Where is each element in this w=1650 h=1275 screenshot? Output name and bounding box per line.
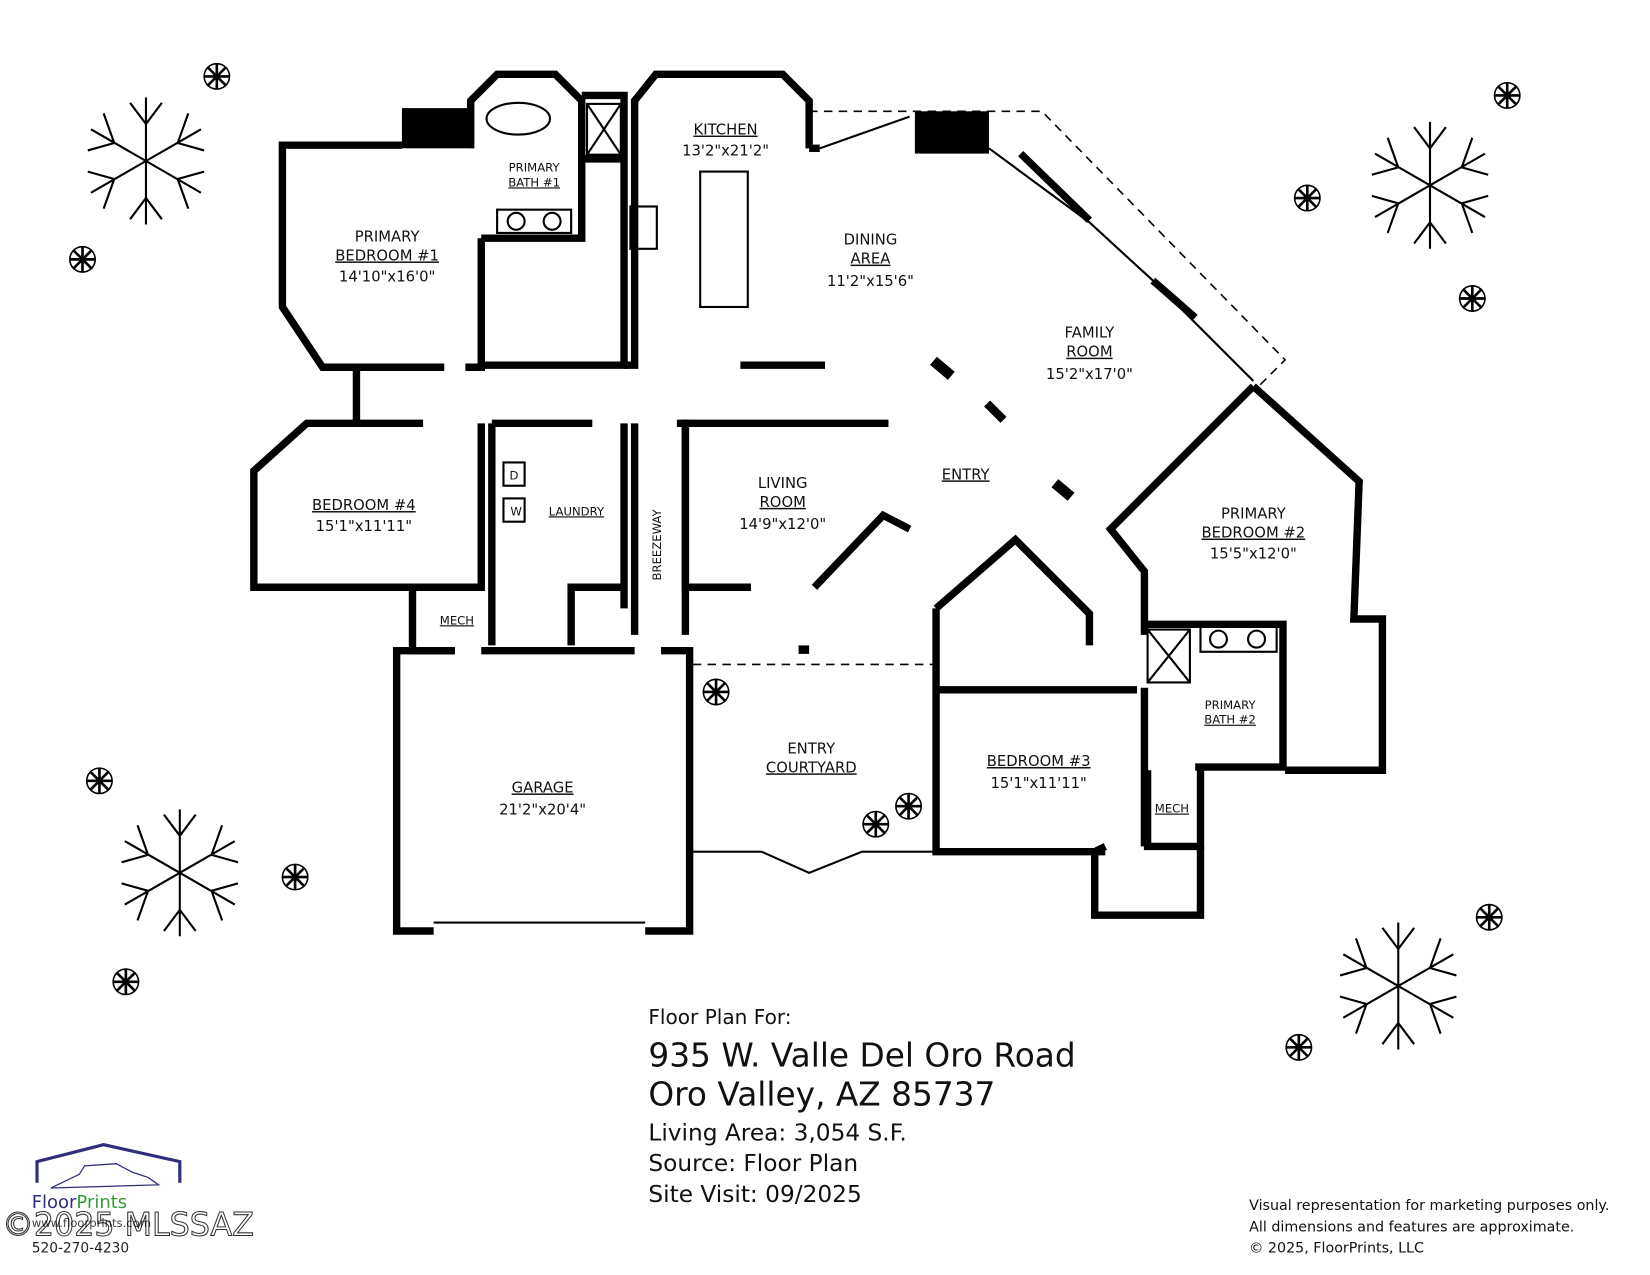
tree-icon (1363, 118, 1497, 252)
living-room-size: 14'9"x12'0" (739, 516, 826, 533)
washer-label: W (510, 504, 522, 518)
dryer-label: D (510, 468, 519, 482)
living-area: Living Area: 3,054 S.F. (648, 1119, 906, 1146)
dining-area-label-2: AREA (851, 251, 891, 268)
shrub-icon (1293, 184, 1322, 213)
primary-bedroom-2-size: 15'5"x12'0" (1210, 546, 1297, 563)
watermark: ©2025 MLSSAZ (2, 1208, 254, 1244)
tree-icon (113, 806, 247, 940)
primary-bedroom-2-label-2: BEDROOM #2 (1201, 525, 1305, 542)
primary-bath-2-label-2: BATH #2 (1204, 713, 1256, 727)
address-line-2: Oro Valley, AZ 85737 (648, 1076, 995, 1114)
primary-bedroom-1-size: 14'10"x16'0" (339, 269, 435, 286)
title-block: Floor Plan For: 935 W. Valle Del Oro Roa… (648, 1005, 1075, 1208)
shrub-icon (702, 677, 731, 706)
bedroom-3-label: BEDROOM #3 (987, 753, 1091, 770)
shrub-icon (68, 245, 97, 274)
breezeway-label: BREEZEWAY (650, 509, 664, 581)
floorprints-logo: FloorPrints www.floorprints.com 520-270-… (32, 1143, 182, 1257)
family-room-label-2: ROOM (1066, 344, 1112, 361)
bedroom-4-size: 15'1"x11'11" (316, 518, 412, 535)
living-room-label: LIVING (758, 475, 808, 492)
primary-bath-2-label: PRIMARY (1205, 698, 1257, 712)
entry-courtyard-label: ENTRY (787, 740, 836, 757)
garage-label: GARAGE (512, 779, 574, 796)
family-room-label: FAMILY (1065, 325, 1116, 342)
disclaimer: Visual representation for marketing purp… (1249, 1198, 1609, 1256)
logo-website: www.floorprints.com (32, 1216, 151, 1230)
shrub-icon (202, 62, 231, 91)
shrub-icon (1458, 284, 1487, 313)
kitchen-label: KITCHEN (694, 122, 758, 139)
primary-bath-1-label: PRIMARY (509, 161, 561, 175)
primary-bath-1-label-2: BATH #1 (508, 175, 560, 189)
shrub-icon (1475, 903, 1504, 932)
address-line-1: 935 W. Valle Del Oro Road (648, 1036, 1075, 1074)
garage-size: 21'2"x20'4" (499, 802, 586, 819)
title-heading: Floor Plan For: (648, 1005, 791, 1029)
disclaimer-line-2: All dimensions and features are approxim… (1249, 1219, 1574, 1235)
living-room-label-2: ROOM (760, 494, 806, 511)
primary-bedroom-2-label: PRIMARY (1221, 506, 1287, 523)
primary-bedroom-1-label-2: BEDROOM #1 (335, 247, 439, 264)
entry-courtyard-label-2: COURTYARD (766, 759, 857, 776)
mech-1-label: MECH (440, 613, 474, 627)
bedroom-4-label: BEDROOM #4 (312, 497, 416, 514)
primary-bedroom-1-label: PRIMARY (355, 228, 421, 245)
shrub-icon (281, 863, 310, 892)
shrub-icon (894, 792, 923, 821)
logo-text: FloorPrints (32, 1192, 127, 1213)
shrub-icon (111, 967, 140, 996)
shrub-icon (1284, 1033, 1313, 1062)
shrub-icon (1493, 81, 1522, 110)
shrub-icon (861, 810, 890, 839)
tree-icon (79, 94, 213, 228)
kitchen-size: 13'2"x21'2" (682, 143, 769, 160)
source: Source: Floor Plan (648, 1150, 858, 1177)
mech-2-label: MECH (1155, 802, 1189, 816)
disclaimer-line-3: © 2025, FloorPrints, LLC (1249, 1241, 1424, 1257)
dining-area-label: DINING (844, 232, 898, 249)
entry-label: ENTRY (942, 466, 991, 483)
tree-icon (1331, 919, 1465, 1053)
shrub-icon (85, 766, 114, 795)
room-labels: KITCHEN 13'2"x21'2" PRIMARY BATH #1 PRIM… (312, 122, 1305, 819)
walls: D W (250, 70, 1387, 935)
laundry-label: LAUNDRY (549, 504, 605, 518)
site-visit: Site Visit: 09/2025 (648, 1181, 861, 1208)
bedroom-3-size: 15'1"x11'11" (990, 775, 1086, 792)
logo-phone: 520-270-4230 (32, 1241, 129, 1257)
dining-area-size: 11'2"x15'6" (827, 273, 914, 290)
disclaimer-line-1: Visual representation for marketing purp… (1249, 1198, 1609, 1214)
family-room-size: 15'2"x17'0" (1046, 366, 1133, 383)
